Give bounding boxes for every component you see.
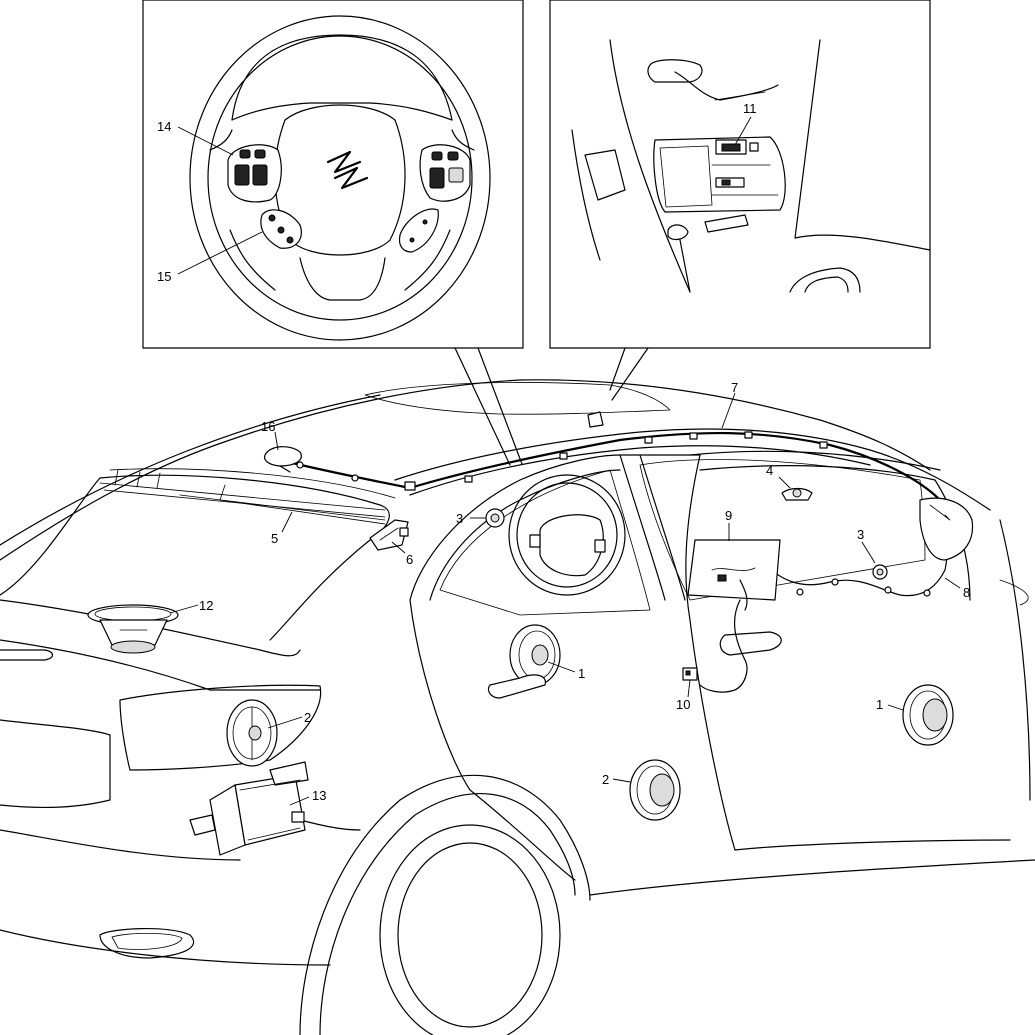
overhead-console-inset <box>549 0 931 401</box>
callout-1-rear: 1 <box>578 666 585 681</box>
suzuki-logo-icon <box>326 150 369 190</box>
steering-wheel-inset <box>142 0 524 466</box>
door-tweeter-top <box>781 487 813 501</box>
callout-7: 7 <box>731 380 738 395</box>
callout-1-front: 1 <box>876 697 883 712</box>
antenna-amplifier <box>369 519 409 551</box>
rear-shelf-speaker <box>87 604 179 654</box>
callout-14: 14 <box>157 119 171 134</box>
roof-antenna <box>263 446 302 473</box>
vehicle-body-outline <box>0 379 1035 1035</box>
callout-6: 6 <box>406 552 413 567</box>
audio-amplifier-unit <box>189 761 309 856</box>
callout-11: 11 <box>743 101 757 116</box>
front-door-connector <box>682 667 698 681</box>
callout-15: 15 <box>157 269 171 284</box>
head-unit <box>687 539 781 611</box>
lower-left-switch[interactable] <box>260 209 302 249</box>
callout-9: 9 <box>725 508 732 523</box>
overhead-console <box>653 136 786 213</box>
rear-tweeter <box>485 508 505 528</box>
right-switch-cluster[interactable] <box>419 144 471 202</box>
callout-4: 4 <box>766 463 773 478</box>
steering-wheel-small <box>508 474 626 596</box>
callout-2-rear: 2 <box>304 710 311 725</box>
rear-glass-antenna <box>99 469 386 525</box>
callout-12: 12 <box>199 598 213 613</box>
callout-labels: 14 15 11 16 5 6 7 3 3 4 9 8 10 1 1 2 2 1… <box>157 101 970 803</box>
front-tweeter <box>872 564 888 580</box>
callout-2-front: 2 <box>602 772 609 787</box>
front-door-speaker <box>902 684 954 746</box>
callout-10: 10 <box>676 697 690 712</box>
rear-door-speaker <box>487 624 561 699</box>
front-lower-speaker <box>629 759 681 821</box>
door-wire-harness <box>759 497 974 597</box>
callout-5: 5 <box>271 531 278 546</box>
callout-8: 8 <box>963 585 970 600</box>
leader-lines <box>169 116 961 806</box>
callout-13: 13 <box>312 788 326 803</box>
lower-right-switch[interactable] <box>398 208 439 253</box>
rear-quarter-speaker <box>226 699 278 767</box>
callout-3-rear: 3 <box>456 511 463 526</box>
front-door-handle <box>699 599 782 693</box>
left-audio-switch-cluster[interactable] <box>227 144 282 203</box>
roof-wire-harness <box>278 411 942 502</box>
callout-16: 16 <box>261 419 275 434</box>
callout-3-front: 3 <box>857 527 864 542</box>
